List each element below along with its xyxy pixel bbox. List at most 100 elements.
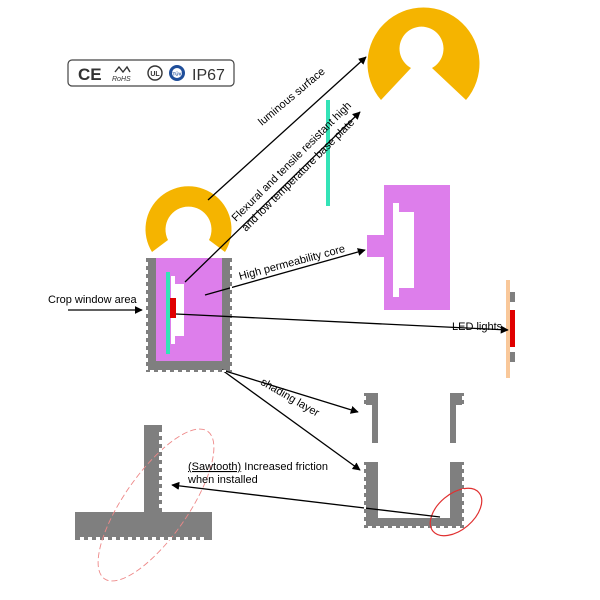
sheath-tooth [462,420,464,424]
sheath-tooth [146,326,148,330]
sheath-tooth [364,436,366,440]
sheath-tooth [364,489,366,493]
sheath-tooth [146,358,148,362]
sawtooth-tooth [104,537,108,540]
base-plate-strip [326,100,330,206]
sheath-tooth [230,294,232,298]
label-base-plate-line1: Flexural and tensile resistant high [230,100,354,224]
sawtooth-profile [75,425,212,540]
sheath-tooth [230,302,232,306]
sheath-tooth [364,465,366,469]
ul-icon [147,65,163,81]
sawtooth-tooth [159,448,162,452]
sheath-tooth [440,526,444,528]
ul-mark: UL [150,71,160,78]
arrow-shading-1 [221,369,359,414]
label-base-plate-line2: and low temperature base plate [240,117,357,234]
sheath-tooth [364,412,366,416]
sheath-tooth [462,505,464,509]
sheath-tooth [214,370,218,372]
sawtooth-tooth [159,488,162,492]
certification-badges: CE RoHS UL TÜV IP67 [67,59,235,87]
label-led: LED lights [452,321,503,333]
sheath-tooth [222,370,226,372]
arrow-base-plate [184,111,361,283]
sheath-tooth [230,350,232,354]
leader-arrows [68,56,509,518]
sheath-tooth [146,342,148,346]
sawtooth-tooth [159,472,162,476]
sheath-tooth [190,370,194,372]
tuv-inner-icon [172,68,182,78]
sheath-tooth [230,326,232,330]
label-sawtooth-rest: Increased friction [241,461,328,473]
sheath-tooth [146,270,148,274]
sheath-tooth [230,366,232,370]
sawtooth-tooth [192,537,196,540]
sheath-tooth [158,370,162,372]
sheath-tooth [146,262,148,266]
sheath-tooth [364,505,366,509]
sheath-tooth [230,286,232,290]
sheath-tooth [462,404,464,408]
sheath-tooth [364,521,366,525]
luminous-surface-large [367,7,480,100]
sheath-tooth [462,473,464,477]
sheath-tooth [462,489,464,493]
led-light-component [506,280,515,378]
sheath-tooth [416,526,420,528]
sheath-tooth [146,350,148,354]
sheath-tooth [376,526,380,528]
sheath-tooth [364,481,366,485]
sawtooth-tooth [96,537,100,540]
sawtooth-tooth [152,537,156,540]
label-sawtooth-line2: when installed [187,474,258,486]
sheath-tooth [368,526,372,528]
sawtooth-tooth [159,464,162,468]
arrow-luminous-surface [207,56,367,201]
sawtooth-tooth [136,537,140,540]
sheath-tooth [166,370,170,372]
sawtooth-tooth [88,537,92,540]
shading-layer-small [146,258,232,372]
sawtooth-source-ellipse [429,487,483,537]
sawtooth-tooth [176,537,180,540]
sheath-tooth [364,396,366,400]
sawtooth-tooth [120,537,124,540]
sheath-tooth [364,404,366,408]
sheath-tooth [462,481,464,485]
sheath-tooth [174,370,178,372]
sawtooth-tooth [159,456,162,460]
sheath-tooth [230,270,232,274]
arrow-shading-2 [221,369,361,471]
sheath-tooth [230,342,232,346]
sheath-tooth [462,428,464,432]
label-sawtooth-line1: (Sawtooth) Increased friction [188,461,328,473]
sheath-tooth [182,370,186,372]
sawtooth-tooth [200,537,204,540]
sheath-tooth [146,318,148,322]
sheath-tooth [462,513,464,517]
core-small [156,258,222,361]
arrow-sawtooth [171,481,441,518]
label-crop-window: Crop window area [48,294,138,306]
sheath-tooth [230,358,232,362]
sheath-tooth [230,334,232,338]
ip-rating: IP67 [192,67,225,84]
led-small [170,298,176,318]
rohs-check-icon [114,65,131,74]
sheath-tooth [462,412,464,416]
sheath-tooth [364,428,366,432]
sheath-tooth [462,436,464,440]
sheath-tooth [462,497,464,501]
sawtooth-tooth [159,480,162,484]
sheath-tooth [364,420,366,424]
sawtooth-highlight-ellipse [97,428,215,582]
sheath-tooth [408,526,412,528]
label-core: High permeability core [238,243,347,283]
sawtooth-tooth [184,537,188,540]
sawtooth-tooth [160,537,164,540]
sawtooth-tooth [168,537,172,540]
